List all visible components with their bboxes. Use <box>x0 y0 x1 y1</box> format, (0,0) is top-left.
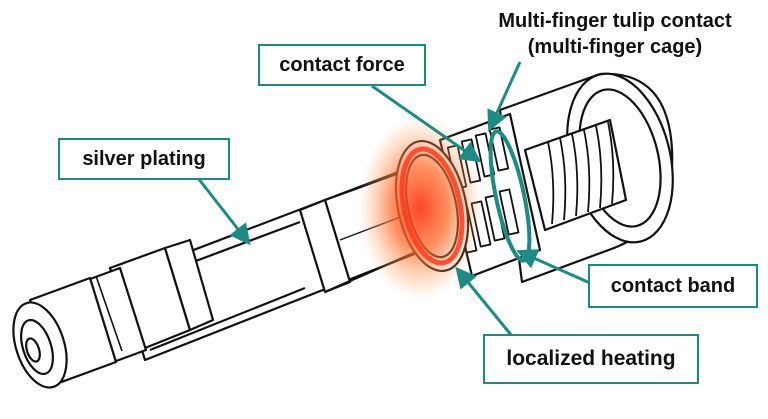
tulip-contact-label-line2: (multi-finger cage) <box>527 36 703 58</box>
callout-line-silver-plating <box>196 177 251 246</box>
tulip-contact-label-line1: Multi-finger tulip contact <box>498 10 732 32</box>
localized-heat-glow <box>358 116 482 300</box>
contact-force-text: contact force <box>279 53 405 76</box>
contact-band-text: contact band <box>610 274 736 297</box>
localized-heating-label: localized heating <box>483 334 699 384</box>
contact-band-label: contact band <box>588 264 758 308</box>
tulip-contact-label: Multi-finger tulip contact (multi-finger… <box>470 8 760 60</box>
silver-plating-label: silver plating <box>58 138 230 180</box>
silver-plating-text: silver plating <box>82 147 206 170</box>
callout-line-contact-band <box>516 249 591 285</box>
callout-line-localized-heating <box>455 266 514 337</box>
callout-lines <box>196 61 591 337</box>
localized-heating-text: localized heating <box>506 347 676 370</box>
sleeve-body <box>498 72 674 284</box>
callout-line-tulip-contact <box>487 61 522 132</box>
contact-force-label: contact force <box>258 44 426 86</box>
callout-line-contact-force <box>371 84 482 163</box>
